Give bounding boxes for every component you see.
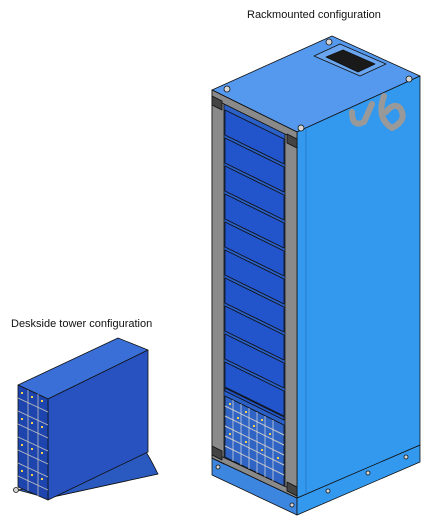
- deskside-tower: [13, 337, 159, 501]
- tower-drive-bays: [17, 390, 49, 496]
- top-screws: [223, 38, 413, 132]
- rack-side: [296, 75, 421, 499]
- base-screws: [215, 454, 409, 508]
- rackmounted-caption: Rackmounted configuration: [247, 9, 381, 21]
- rack-cabinet: [211, 35, 421, 516]
- front-frame-left: [211, 89, 225, 465]
- tower-leds: [21, 392, 43, 480]
- drive-bays: [224, 395, 285, 487]
- front-frame-right: [284, 125, 298, 499]
- logo-icon: [349, 93, 406, 131]
- deskside-caption: Deskside tower configuration: [11, 318, 153, 330]
- frame-corners: [211, 95, 298, 497]
- front-panels: [224, 109, 285, 421]
- top-handle: [313, 43, 387, 77]
- tower-foot-screw: [13, 487, 19, 493]
